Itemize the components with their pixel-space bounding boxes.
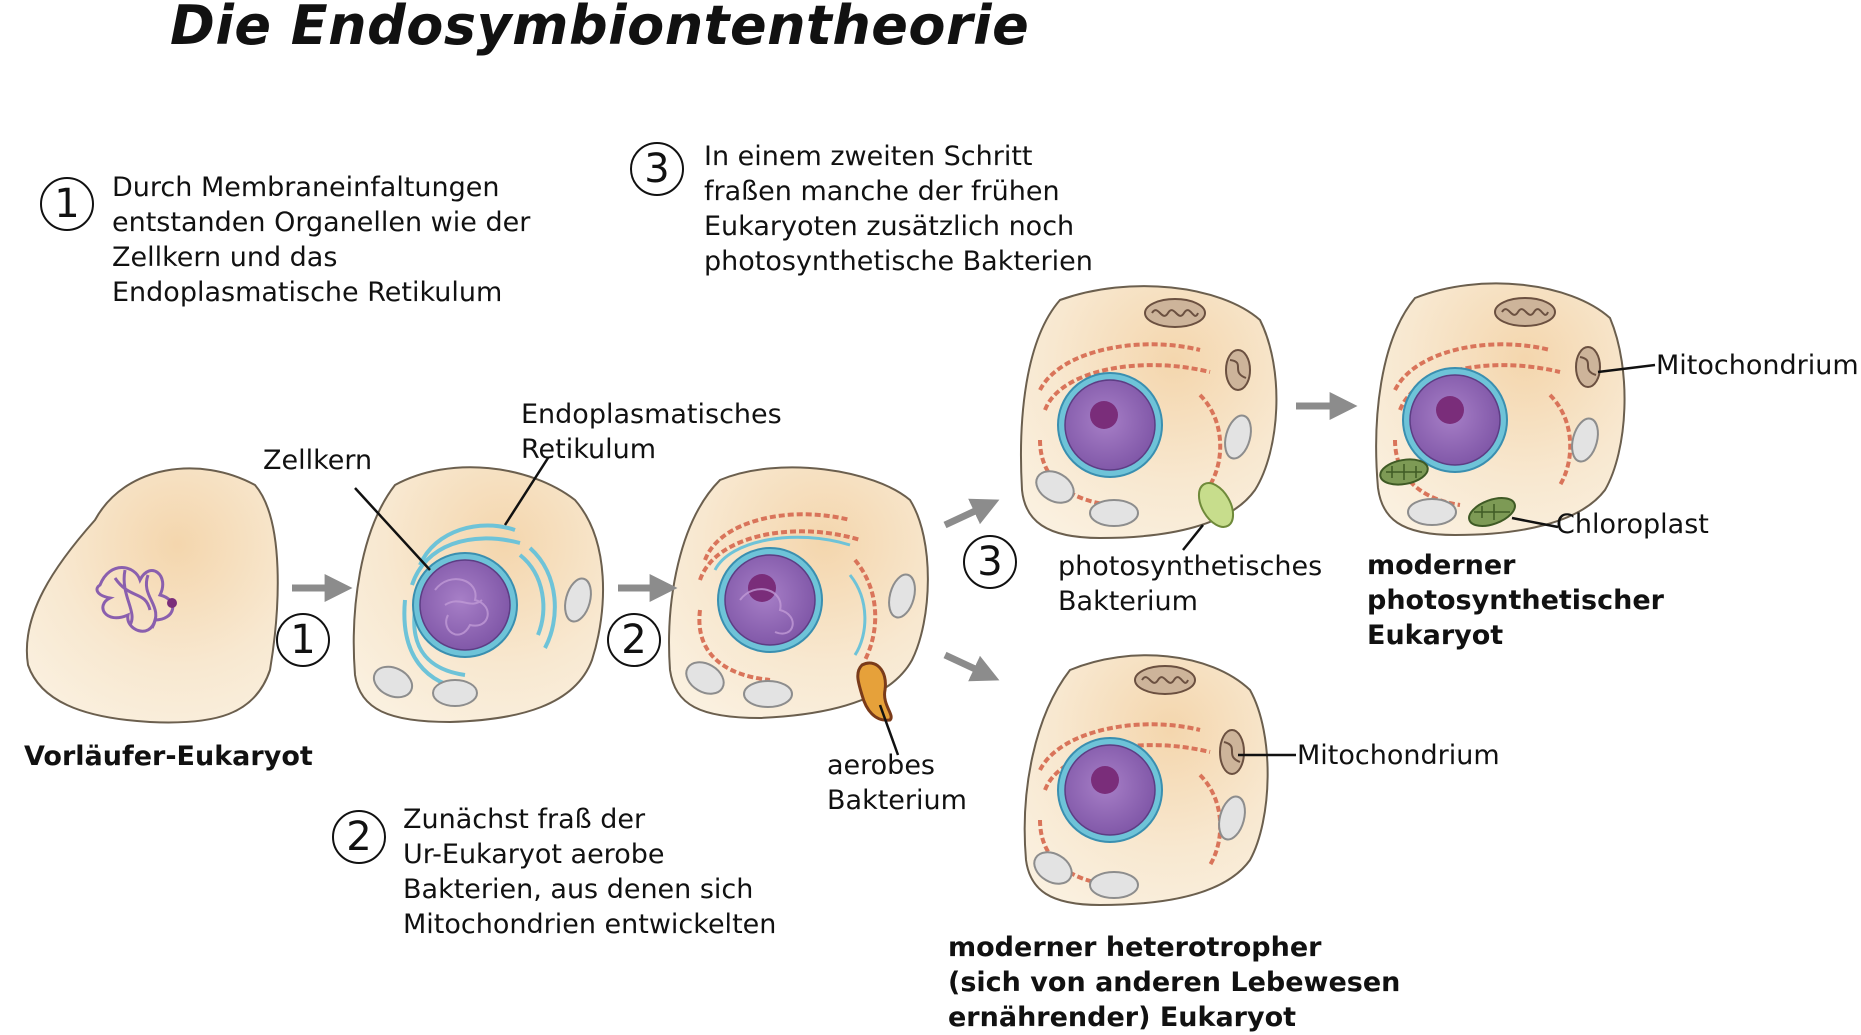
label-mitochondrium-bottom: Mitochondrium (1297, 740, 1500, 771)
step-3-line: fraßen manche der frühen (704, 176, 1060, 207)
label-mitochondrium-top: Mitochondrium (1656, 350, 1859, 381)
step-3-text: In einem zweiten Schritt fraßen manche d… (704, 139, 1093, 279)
step-1-line: entstanden Organellen wie der (112, 207, 531, 238)
step-2-line: Ur-Eukaryot aerobe (403, 839, 665, 870)
label-photo-eukaryot-line: photosynthetischer (1367, 585, 1664, 616)
label-hetero-eukaryot: moderner heterotropher (sich von anderen… (948, 930, 1400, 1035)
photosynthetic-bacterium-icon (1197, 482, 1235, 528)
label-photo-eukaryot-line: Eukaryot (1367, 620, 1504, 651)
precursor-cell (25, 467, 279, 724)
arrow-1-badge: 1 (276, 613, 330, 667)
label-hetero-eukaryot-line: moderner heterotropher (948, 932, 1322, 963)
label-photo-eukaryot-line: moderner (1367, 550, 1516, 581)
label-aerobes-bakterium: aerobes Bakterium (827, 748, 967, 818)
label-vorlaeufer: Vorläufer-Eukaryot (24, 741, 313, 772)
label-photo-bakterium: photosynthetisches Bakterium (1058, 549, 1322, 619)
step-2-badge: 2 (332, 810, 386, 864)
modern-photosynthetic-cell (1375, 282, 1656, 537)
label-photo-eukaryot: moderner photosynthetischer Eukaryot (1367, 548, 1664, 653)
arrow-2-badge: 2 (607, 613, 661, 667)
er-icon (402, 523, 557, 692)
chloroplast-icon (1379, 458, 1516, 527)
label-photo-bakterium-line: photosynthetisches (1058, 551, 1323, 582)
step-3-line: In einem zweiten Schritt (704, 141, 1033, 172)
step-1-line: Durch Membraneinfaltungen (112, 172, 500, 203)
chromatin-icon (95, 566, 177, 633)
cell-engulfing-aerobe (668, 466, 929, 756)
process-arrows (292, 392, 1358, 682)
label-er-line: Retikulum (521, 434, 657, 465)
label-hetero-eukaryot-line: (sich von anderen Lebewesen (948, 967, 1401, 998)
aerobic-bacterium-icon (856, 661, 893, 722)
page-title: Die Endosymbiontentheorie (170, 0, 1030, 57)
cell-engulfing-photobacterium (1020, 285, 1278, 551)
step-1-line: Endoplasmatische Retikulum (112, 277, 503, 308)
step-3-badge: 3 (630, 142, 684, 196)
step-2-line: Zunächst fraß der (403, 804, 646, 835)
modern-heterotrophic-cell (1023, 654, 1296, 907)
label-aerobes-line: aerobes (827, 750, 935, 781)
step-2-line: Bakterien, aus denen sich (403, 874, 754, 905)
step-3-line: Eukaryoten zusätzlich noch (704, 211, 1075, 242)
label-chloroplast: Chloroplast (1556, 509, 1709, 540)
step-2-line: Mitochondrien entwickelten (403, 909, 777, 940)
step-2-text: Zunächst fraß der Ur-Eukaryot aerobe Bak… (403, 802, 776, 942)
label-zellkern: Zellkern (263, 445, 373, 476)
label-aerobes-line: Bakterium (827, 785, 967, 816)
mitochondrion-icon (1144, 298, 1251, 391)
label-hetero-eukaryot-line: ernährender) Eukaryot (948, 1002, 1297, 1033)
step-1-text: Durch Membraneinfaltungen entstanden Org… (112, 170, 530, 310)
cell-with-nucleus-er (352, 466, 605, 724)
label-er-line: Endoplasmatisches (521, 399, 782, 430)
nucleus-icon (419, 559, 511, 651)
arrow-3-badge: 3 (963, 535, 1017, 589)
step-1-line: Zellkern und das (112, 242, 338, 273)
label-er: Endoplasmatisches Retikulum (521, 397, 782, 467)
step-3-line: photosynthetische Bakterien (704, 246, 1093, 277)
label-photo-bakterium-line: Bakterium (1058, 586, 1198, 617)
step-1-badge: 1 (40, 177, 94, 231)
